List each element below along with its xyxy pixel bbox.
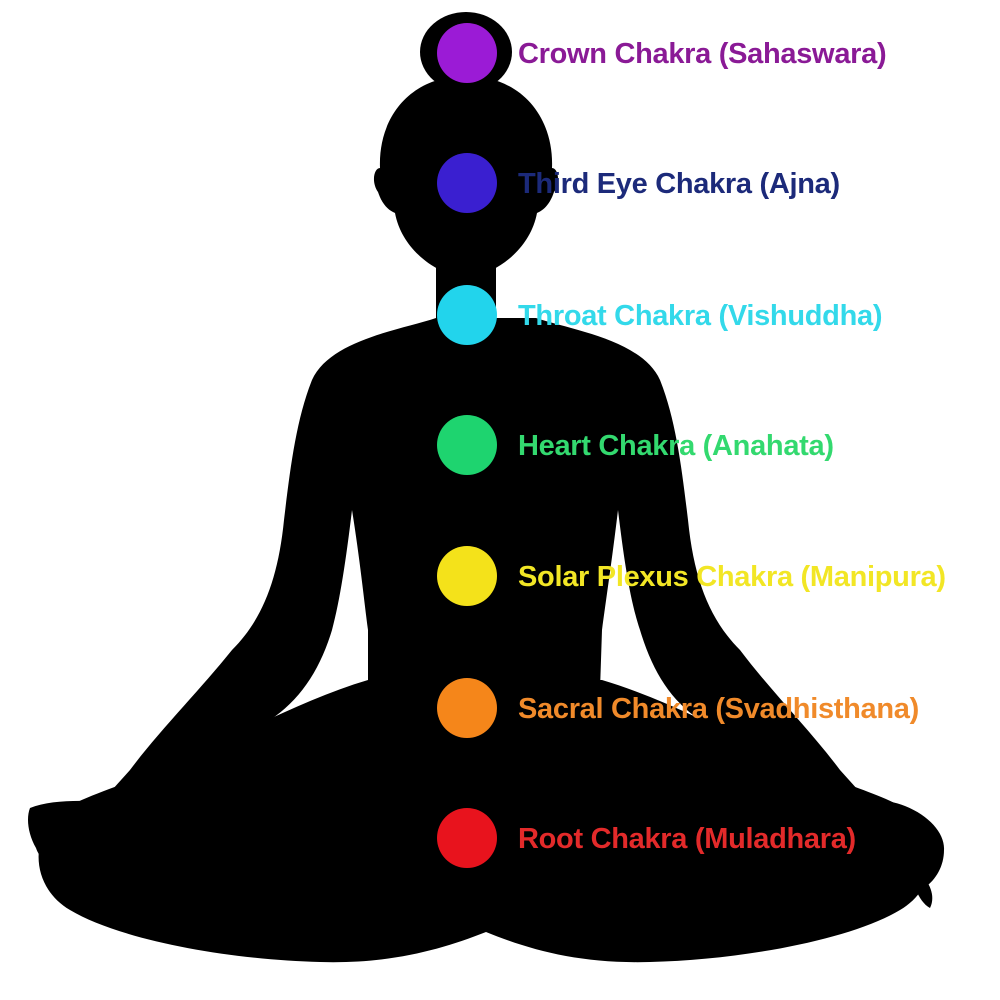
right-finger <box>912 868 933 908</box>
chakra-dot <box>437 546 497 606</box>
chakra-item: Sacral Chakra (Svadhisthana) <box>437 678 919 738</box>
right-hand <box>810 799 945 888</box>
chakra-item: Third Eye Chakra (Ajna) <box>437 153 840 213</box>
chakra-dot <box>437 285 497 345</box>
chakra-item: Crown Chakra (Sahaswara) <box>437 23 887 83</box>
chakra-dot <box>437 678 497 738</box>
chakra-label: Third Eye Chakra (Ajna) <box>518 168 840 200</box>
chakra-label: Root Chakra (Muladhara) <box>518 823 856 855</box>
chakra-dot <box>437 415 497 475</box>
chakra-item: Root Chakra (Muladhara) <box>437 808 856 868</box>
chakra-item: Solar Plexus Chakra (Manipura) <box>437 546 946 606</box>
chakra-item: Throat Chakra (Vishuddha) <box>437 285 882 345</box>
chakra-label: Throat Chakra (Vishuddha) <box>518 300 882 332</box>
chakra-label: Crown Chakra (Sahaswara) <box>518 38 886 70</box>
chakra-label: Heart Chakra (Anahata) <box>518 430 834 462</box>
chakra-list: Crown Chakra (Sahaswara) Third Eye Chakra… <box>437 23 946 868</box>
chakra-item: Heart Chakra (Anahata) <box>437 415 834 475</box>
chakra-label: Sacral Chakra (Svadhisthana) <box>518 693 919 725</box>
chakra-label: Solar Plexus Chakra (Manipura) <box>518 561 946 593</box>
chakra-dot <box>437 808 497 868</box>
left-hand <box>28 800 160 864</box>
chakra-dot <box>437 153 497 213</box>
chakra-dot <box>437 23 497 83</box>
